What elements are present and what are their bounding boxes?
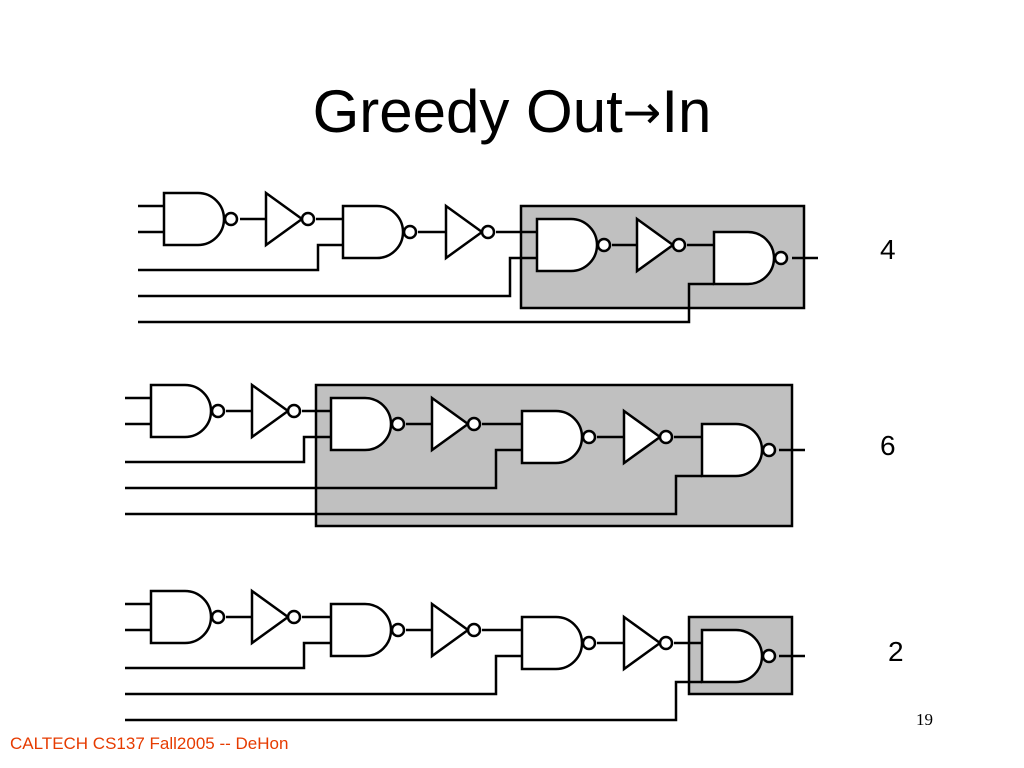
diagram-1-count: 4 (880, 234, 896, 265)
title-prefix: Greedy Out (312, 78, 623, 145)
nand-gate (341, 204, 418, 260)
diagram-2 (125, 383, 805, 528)
page-number: 19 (916, 710, 933, 729)
nand-gate (149, 589, 226, 645)
diagram-3-count: 2 (888, 636, 904, 667)
nand-gate (162, 191, 239, 247)
nand-gate (520, 615, 597, 671)
diagram-3 (125, 589, 805, 722)
inverter (264, 191, 316, 247)
slide-title: Greedy Out→In (0, 82, 1024, 142)
footer-text: CALTECH CS137 Fall2005 -- DeHon (10, 734, 289, 753)
nand-gate (329, 602, 406, 658)
inverter (250, 383, 302, 439)
inverter (622, 615, 674, 671)
inverter (250, 589, 302, 645)
nand-gate (149, 383, 226, 439)
inverter (444, 204, 496, 260)
inverter (430, 602, 482, 658)
title-suffix: In (661, 78, 712, 145)
right-arrow-icon: → (622, 85, 662, 139)
diagram-1 (138, 191, 818, 324)
diagram-2-count: 6 (880, 430, 896, 461)
